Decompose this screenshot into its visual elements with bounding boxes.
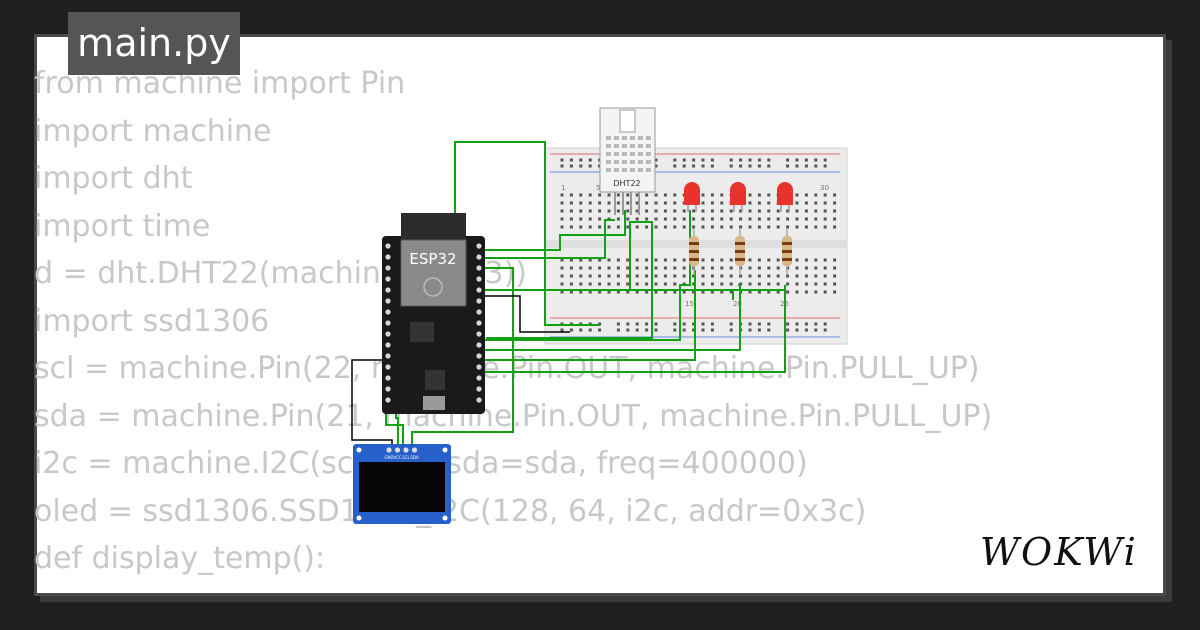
svg-text:WOKWi: WOKWi	[980, 530, 1138, 574]
filename-tab[interactable]: main.py	[68, 12, 240, 75]
oled-pin-label: GND	[384, 455, 393, 460]
code-line: oled = ssd1306.SSD1306_I2C(128, 64, i2c,…	[34, 493, 867, 529]
leds	[684, 182, 793, 275]
esp32-board: ESP32	[382, 213, 485, 414]
code-line: import machine	[34, 113, 272, 149]
code-line: import ssd1306	[34, 303, 270, 339]
code-line: def display_temp():	[34, 541, 326, 576]
signal-wires	[351, 295, 570, 448]
breadboard-col-15: 15	[685, 300, 694, 308]
oled-pin-label: VCC	[393, 455, 402, 460]
esp32-label: ESP32	[409, 250, 456, 268]
dht22-label: DHT22	[613, 179, 640, 188]
dht22-sensor: DHT22	[599, 107, 656, 215]
oled-pin-label: SDA	[410, 455, 419, 460]
breadboard-col-20: 20	[733, 300, 742, 308]
wokwi-logo: WOKWi	[980, 530, 1138, 574]
breadboard-col-5: 5	[596, 184, 600, 192]
code-line: import dht	[34, 161, 193, 196]
code-line: import time	[34, 208, 211, 244]
oled-pin-label: SCL	[402, 455, 410, 460]
breadboard-col-30: 30	[820, 184, 829, 192]
breadboard-col-1: 1	[561, 184, 565, 192]
